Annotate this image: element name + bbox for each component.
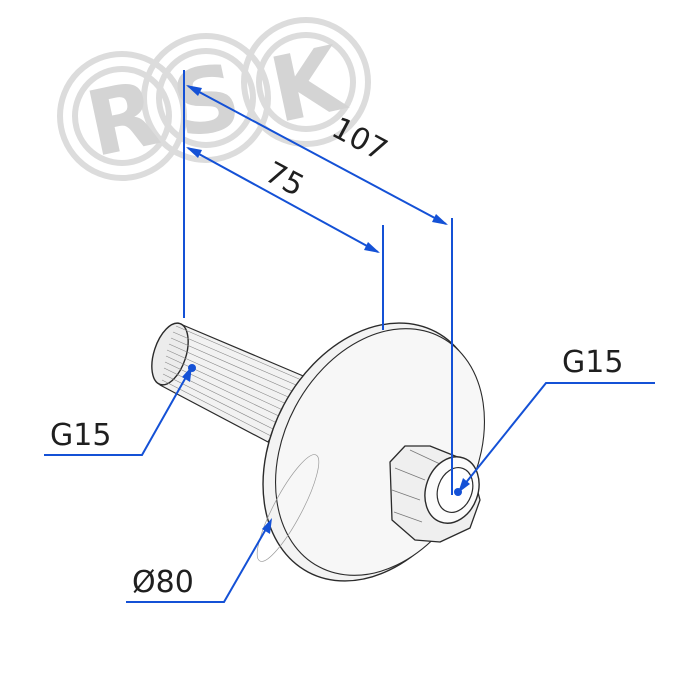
leader-diameter (126, 521, 271, 603)
arrow-107-start (186, 85, 202, 96)
hex-coupling (389, 445, 481, 543)
part-drawing (151, 322, 485, 582)
arrow-75-end (364, 242, 380, 253)
dimension-label-75: 75 (259, 155, 309, 204)
leader-g15-left (44, 369, 191, 456)
point-g15-right (454, 488, 462, 496)
arrowheads (182, 85, 470, 534)
arrow-75-start (186, 147, 202, 158)
thread-label-right: G15 (562, 345, 623, 380)
disc-flange (256, 322, 485, 582)
thread-label-left: G15 (50, 418, 111, 453)
dimension-lines (44, 70, 655, 603)
arrow-diameter (262, 518, 272, 534)
splined-shaft (151, 322, 309, 443)
leader-g15-right (459, 382, 655, 491)
arrow-g15-right (458, 478, 470, 493)
diameter-label: Ø80 (132, 565, 194, 600)
point-g15-left (188, 364, 196, 372)
arrow-107-end (432, 214, 448, 225)
rsk-logo-watermark: R S K (57, 17, 371, 181)
dimension-line-107 (187, 85, 447, 225)
dimension-line-75 (187, 147, 379, 253)
